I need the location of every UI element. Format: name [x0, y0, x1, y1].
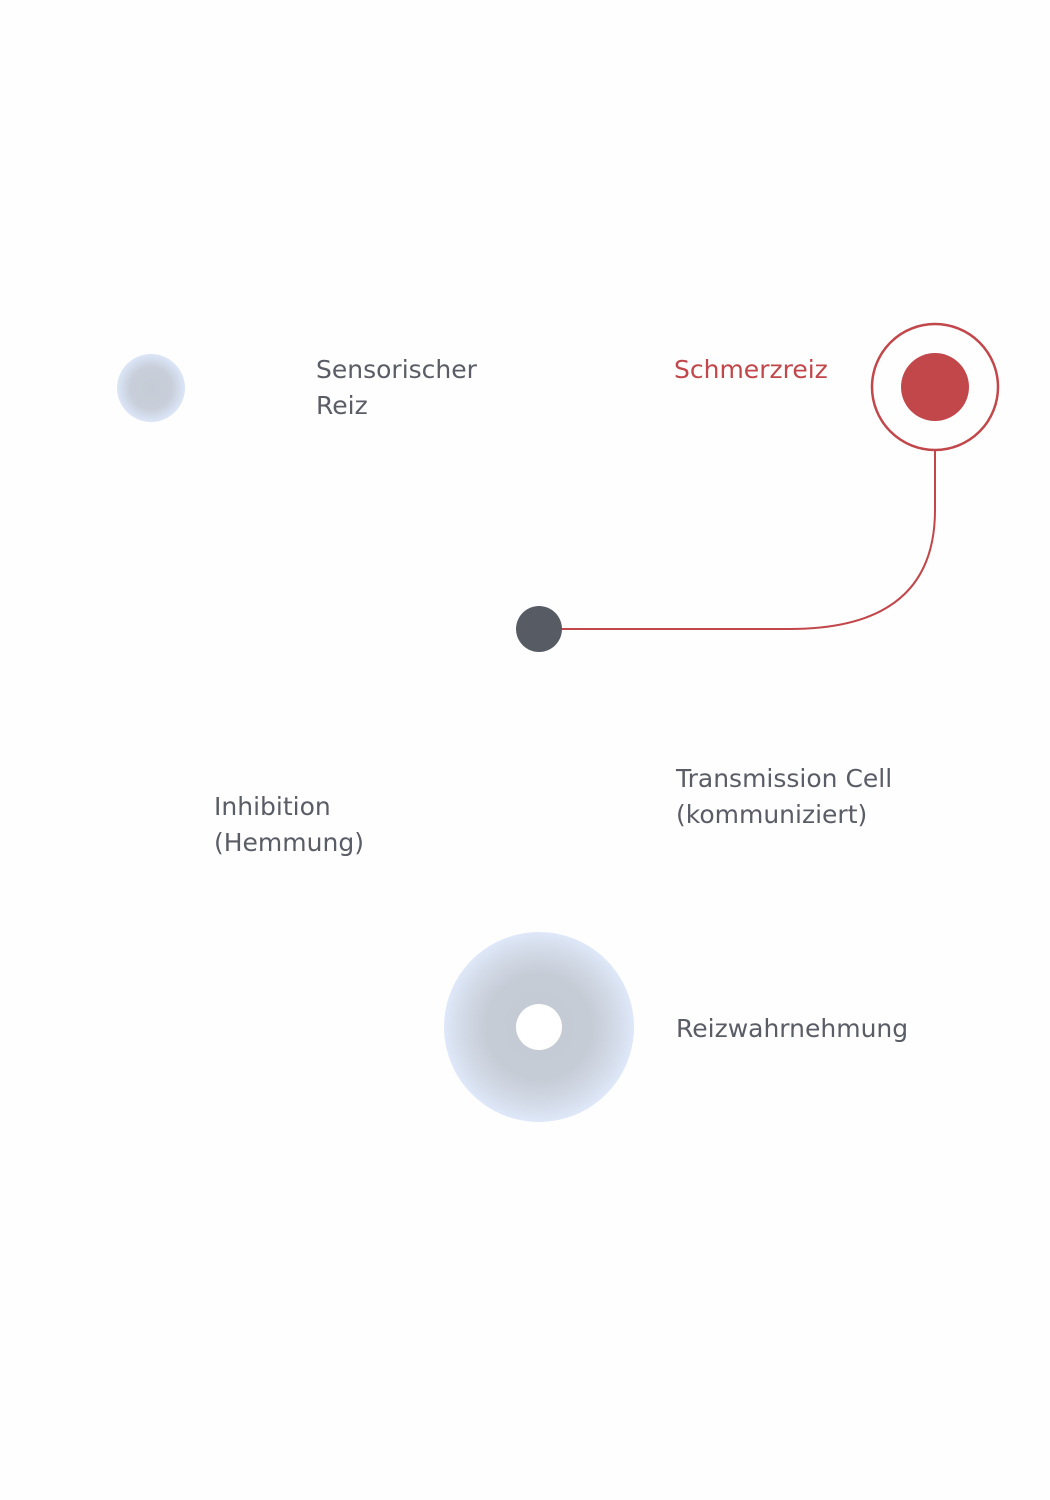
pain-stimulus-outer-ring	[870, 322, 1000, 452]
transmission-cell-label: Transmission Cell (kommuniziert)	[676, 761, 892, 833]
transmission-cell-label-line2: (kommuniziert)	[676, 800, 868, 829]
sensory-stimulus-label-line2: Reiz	[316, 391, 368, 420]
sensory-stimulus-label-line1: Sensorischer	[316, 355, 477, 384]
pain-stimulus-label-text: Schmerzreiz	[674, 355, 828, 384]
inhibition-label-line2: (Hemmung)	[214, 828, 364, 857]
stimulus-perception-core	[516, 1004, 562, 1050]
pain-signal-connector	[560, 451, 936, 630]
transmission-cell-node	[516, 606, 562, 652]
stimulus-perception-label: Reizwahrnehmung	[676, 1011, 908, 1047]
inhibition-label-line1: Inhibition	[214, 792, 331, 821]
transmission-cell-label-line1: Transmission Cell	[676, 764, 893, 793]
pain-stimulus-inner-dot	[901, 353, 969, 421]
sensory-stimulus-label: Sensorischer Reiz	[316, 352, 477, 424]
sensory-stimulus-node	[117, 354, 185, 422]
stimulus-perception-label-text: Reizwahrnehmung	[676, 1014, 909, 1043]
pain-stimulus-label: Schmerzreiz	[674, 352, 828, 388]
inhibition-label: Inhibition (Hemmung)	[214, 789, 364, 861]
